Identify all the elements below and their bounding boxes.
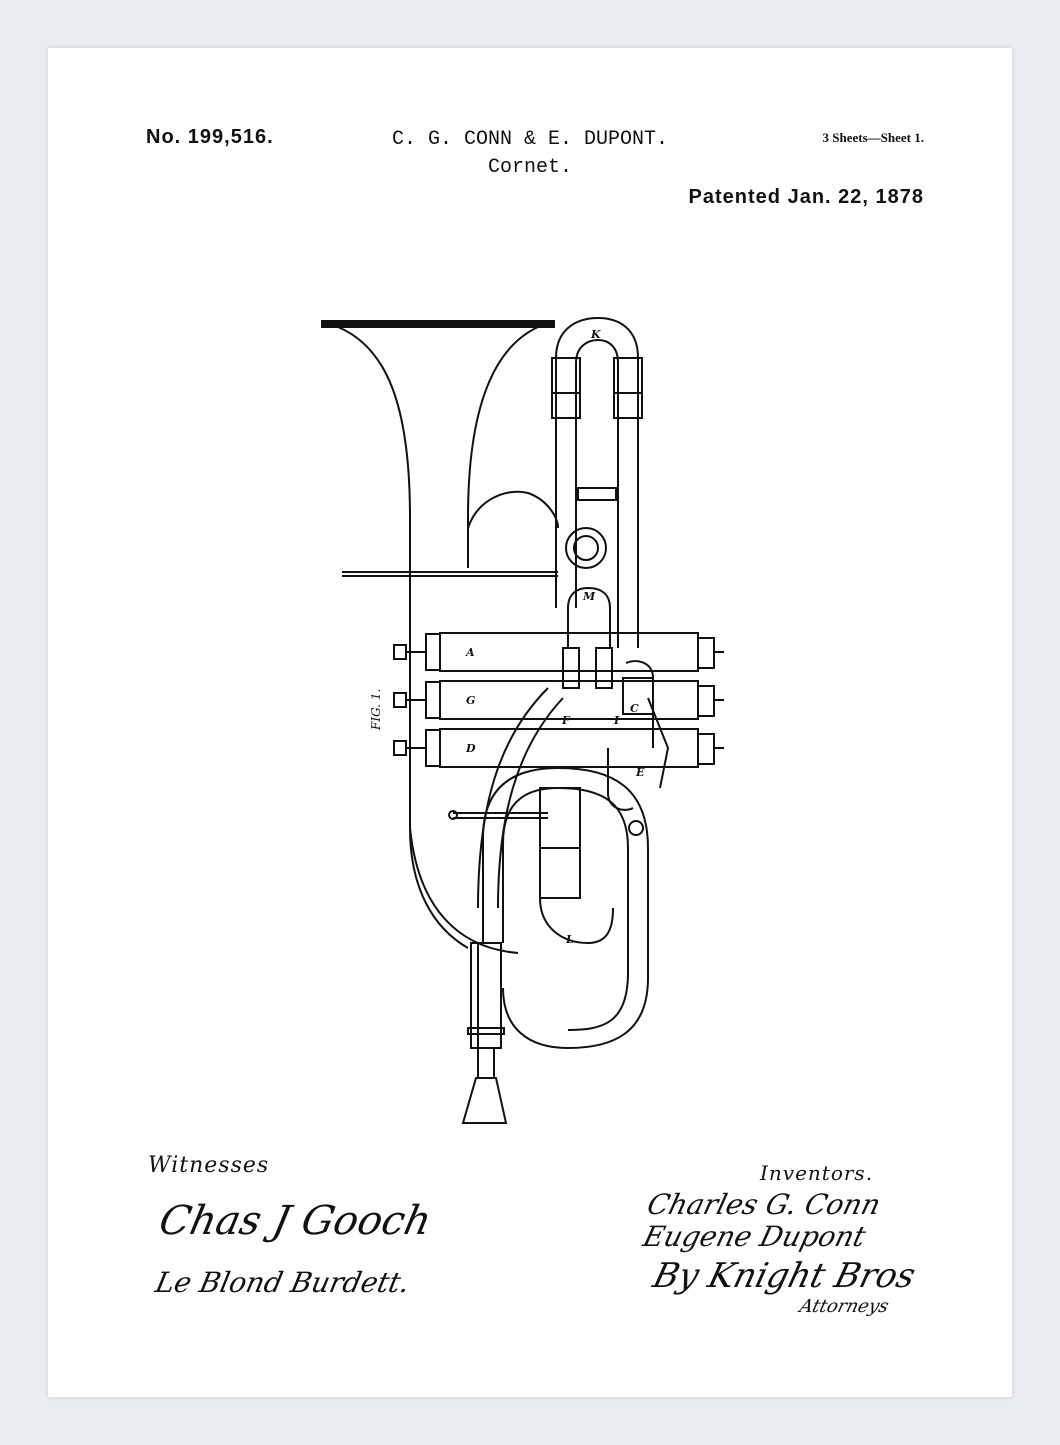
figure-label: FIG. 1.: [369, 689, 383, 731]
fig-letter-i: I: [613, 714, 620, 727]
attorney-signature: By Knight Bros: [649, 1256, 920, 1296]
witness-signature-1: Chas J Gooch: [155, 1198, 436, 1244]
patent-subject: Cornet.: [487, 156, 572, 179]
fig-letter-g: G: [466, 694, 475, 707]
main-loop: [482, 766, 649, 1050]
inventors-title: C. G. CONN & E. DUPONT.: [391, 128, 669, 151]
upper-u-slide: [555, 316, 639, 648]
attorneys-label: Attorneys: [797, 1296, 891, 1317]
witnesses-label: Witnesses: [148, 1153, 270, 1178]
mouthpiece: [461, 1077, 508, 1124]
fig-letter-l: L: [565, 933, 574, 946]
patent-number: No. 199,516.: [146, 126, 274, 148]
patent-sheet: No. 199,516. C. G. CONN & E. DUPONT. Cor…: [48, 48, 1012, 1397]
fig-letter-k: K: [590, 328, 601, 341]
cornet-drawing: K M A G D F I C E L FIG. 1.: [321, 316, 724, 1124]
leadpipe: [470, 942, 502, 1049]
bell-rim: [321, 320, 555, 328]
inventors-label: Inventors.: [760, 1161, 874, 1185]
witness-signature-2: Le Blond Burdett.: [152, 1266, 413, 1299]
fig-letter-f: F: [561, 714, 571, 727]
patent-date: Patented Jan. 22, 1878: [688, 186, 924, 208]
bell-outline: [337, 326, 469, 949]
sheet-count: 3 Sheets—Sheet 1.: [822, 130, 924, 145]
fig-letter-d: D: [465, 742, 476, 755]
fig-letter-e: E: [635, 766, 645, 779]
fig-letter-m: M: [582, 590, 596, 603]
thumb-ring: [565, 527, 607, 569]
inventor-signature-1: Charles G. Conn: [643, 1188, 884, 1221]
tuning-slide: [539, 787, 581, 899]
inventor-signature-2: Eugene Dupont: [639, 1220, 870, 1253]
fig-letter-c: C: [630, 702, 639, 715]
valve-d: [439, 728, 699, 768]
fig-letter-a: A: [465, 646, 475, 659]
